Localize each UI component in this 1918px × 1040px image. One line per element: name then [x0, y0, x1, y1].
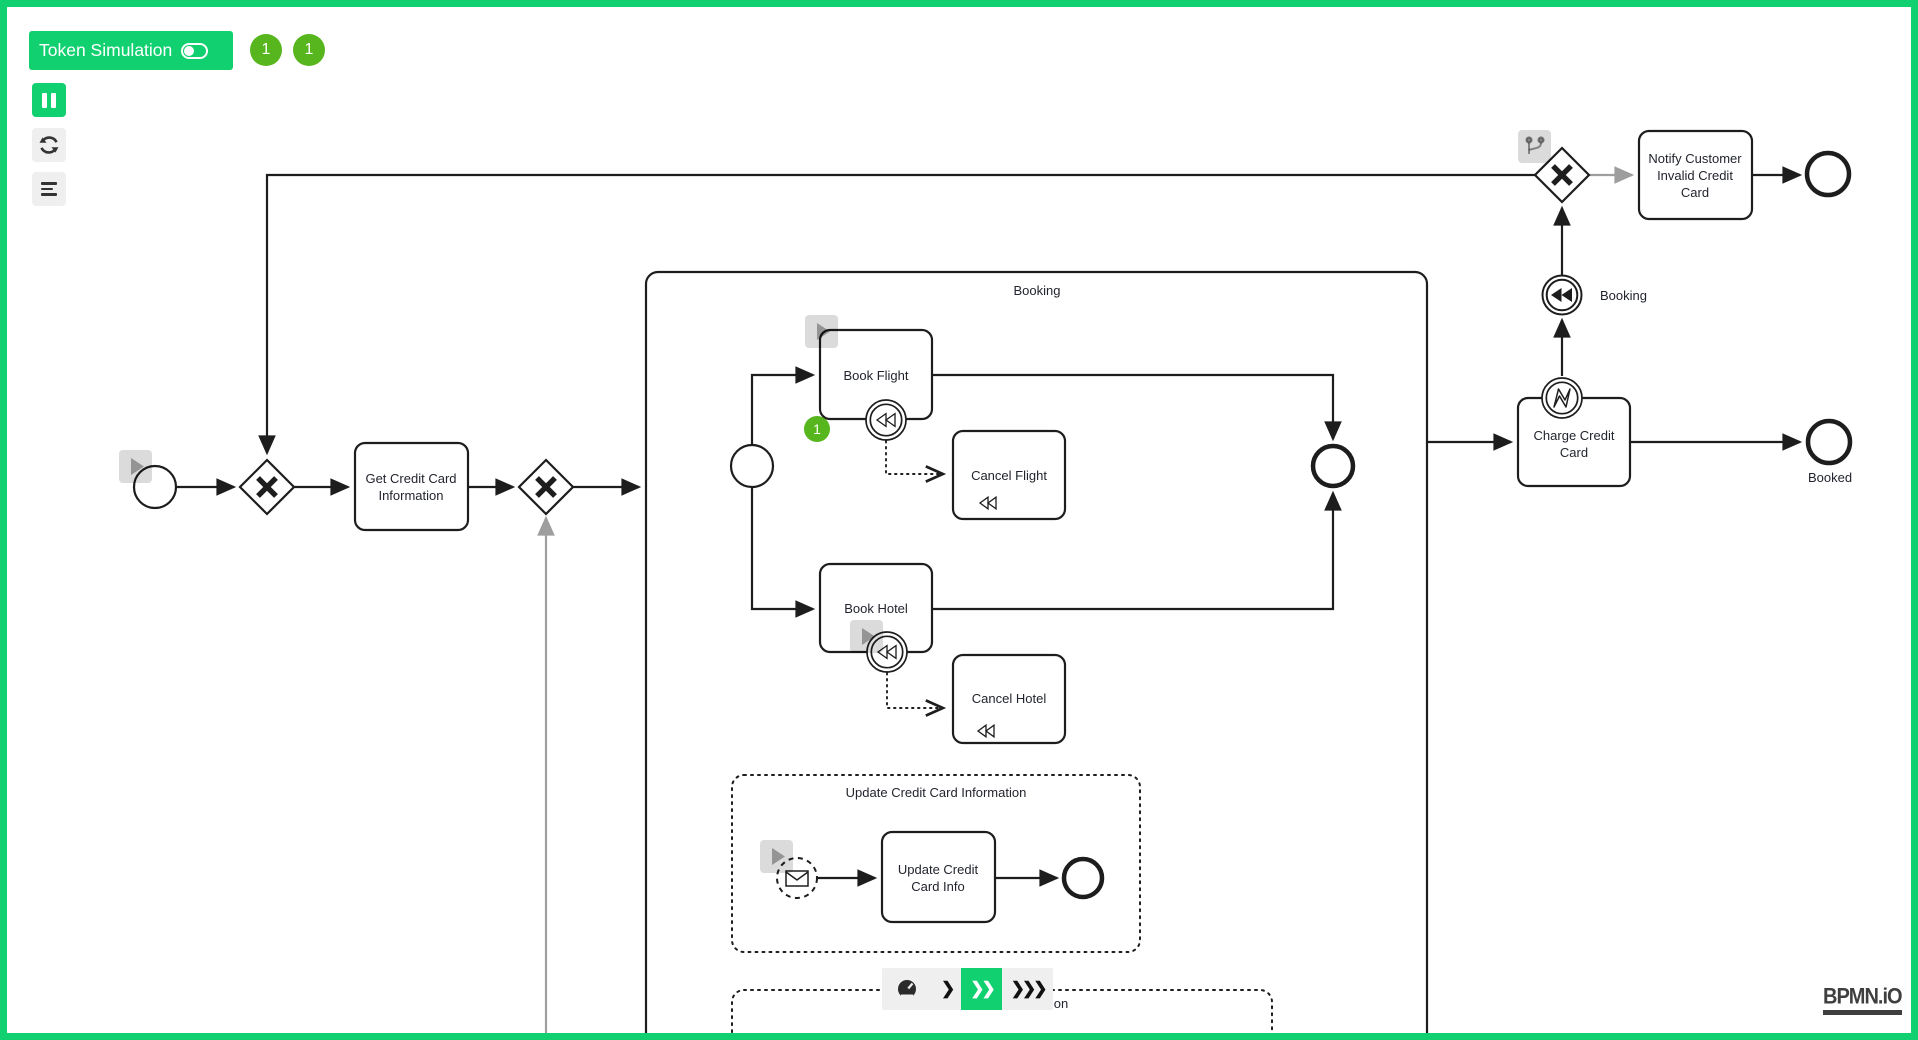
bpmn-io-logo[interactable]: BPMN.iO	[1823, 984, 1903, 1015]
task-notify-label-1: Notify Customer	[1648, 151, 1742, 166]
sequence-flows	[176, 166, 1803, 496]
boundary-compensation-book-hotel	[866, 631, 908, 673]
end-event-subprocess	[1310, 443, 1356, 489]
play-icon	[862, 628, 875, 645]
event-subprocess-update-label: Update Credit Card Information	[846, 785, 1027, 800]
speed-fast-button[interactable]: ❯❯❯	[1010, 979, 1048, 998]
task-notify-label-2: Invalid Credit	[1657, 168, 1733, 183]
inactive-flows	[537, 166, 1635, 1040]
show-log-button[interactable]	[32, 172, 66, 206]
token-simulation-label: Token Simulation	[39, 40, 173, 60]
end-event-update-cc	[1061, 856, 1105, 900]
trigger-start-main-overlay[interactable]	[119, 450, 152, 483]
task-get-credit-label-2: Information	[378, 488, 443, 503]
flow-loop-back	[258, 173, 1535, 456]
logo-underline	[1823, 1010, 1902, 1015]
task-book-flight-label: Book Flight	[843, 368, 908, 383]
token-count-badge-book-flight: 1	[804, 416, 830, 442]
scope-token-badge: 1	[293, 34, 325, 66]
event-subprocess-update-cc: Update Credit Card Information	[731, 774, 1141, 953]
flow-bookhotel-to-end	[932, 490, 1342, 611]
error-icon	[1553, 388, 1571, 408]
flow-substart-to-bookflight	[750, 366, 816, 445]
task-get-credit-label-1: Get Credit Card	[365, 471, 456, 486]
compensation-marker-icon	[978, 495, 997, 511]
start-event-main	[132, 464, 178, 510]
task-charge-label-1: Charge Credit	[1534, 428, 1615, 443]
task-charge-credit-card: Charge Credit Card	[1516, 396, 1632, 488]
message-icon	[785, 870, 809, 887]
boundary-compensation-book-flight	[865, 399, 907, 441]
task-cancel-hotel-label: Cancel Hotel	[972, 691, 1047, 706]
subprocess-booking-label: Booking	[1014, 283, 1061, 298]
pause-icon	[42, 92, 56, 108]
speed-slow-button[interactable]: ❯	[941, 979, 955, 998]
compensation-icon	[875, 412, 896, 428]
boundary-error-charge	[1541, 377, 1583, 419]
task-update-credit-card-info: Update Credit Card Info	[880, 830, 997, 924]
toggle-switch-icon[interactable]	[181, 42, 209, 59]
subprocess-flows	[750, 366, 1342, 887]
task-cancel-hotel: Cancel Hotel	[951, 653, 1067, 745]
flow-substart-to-bookhotel	[750, 487, 816, 618]
message-icon-flap	[785, 871, 809, 881]
simulation-speed-palette: ❯ ❯❯ ❯❯❯	[882, 968, 1054, 1010]
token-count-value: 1	[813, 421, 821, 437]
task-update-label-2: Card Info	[911, 879, 964, 894]
task-update-label-1: Update Credit	[898, 862, 979, 877]
compensation-marker-icon	[976, 723, 995, 739]
play-icon	[772, 848, 785, 865]
end-event-invalid-card	[1804, 150, 1852, 198]
log-icon	[41, 179, 57, 199]
reset-simulation-button[interactable]	[32, 128, 66, 162]
assoc-bookhotel-cancelhotel	[886, 672, 947, 717]
task-get-credit-card: Get Credit Card Information	[353, 441, 470, 532]
logo-text: BPMN.iO	[1823, 984, 1903, 1010]
play-icon	[131, 458, 144, 475]
speed-gauge-button[interactable]	[882, 968, 932, 1010]
task-cancel-flight: Cancel Flight	[951, 429, 1067, 521]
booked-label: Booked	[1808, 470, 1852, 485]
reset-icon	[39, 136, 59, 154]
task-notify-label-3: Card	[1681, 185, 1709, 200]
pause-simulation-button[interactable]	[32, 83, 66, 117]
token-simulation-toggle[interactable]: Token Simulation	[29, 31, 233, 70]
end-event-booked: Booked	[1805, 418, 1853, 485]
compensation-icon	[876, 644, 897, 660]
gateway-exclusive-2	[517, 458, 575, 516]
process-token-badge: 1	[250, 34, 282, 66]
compensation-associations	[885, 440, 947, 717]
gauge-icon	[898, 980, 916, 1000]
task-charge-label-2: Card	[1560, 445, 1588, 460]
trigger-book-hotel-overlay[interactable]	[850, 620, 883, 653]
flow-bookflight-to-end	[932, 373, 1342, 442]
gateway-exclusive-1	[238, 458, 296, 516]
compensation-event-label: Booking	[1600, 288, 1647, 303]
play-icon	[817, 323, 830, 340]
task-notify-customer: Notify Customer Invalid Credit Card	[1637, 129, 1754, 221]
fork-icon	[1525, 136, 1545, 154]
compensation-icon-filled	[1551, 288, 1572, 302]
message-start-event-non-interrupting	[776, 857, 818, 899]
trigger-book-flight-overlay[interactable]	[805, 315, 838, 348]
start-event-subprocess	[729, 443, 775, 489]
task-book-hotel-label: Book Hotel	[844, 601, 908, 616]
task-cancel-flight-label: Cancel Flight	[971, 468, 1047, 483]
trigger-message-start-overlay[interactable]	[760, 840, 793, 873]
speed-normal-button[interactable]: ❯❯	[961, 968, 1002, 1010]
gateway-direction-overlay[interactable]	[1518, 130, 1551, 163]
gateway-exclusive-3	[1533, 146, 1591, 204]
intermediate-compensation-throw: Booking	[1541, 274, 1647, 316]
